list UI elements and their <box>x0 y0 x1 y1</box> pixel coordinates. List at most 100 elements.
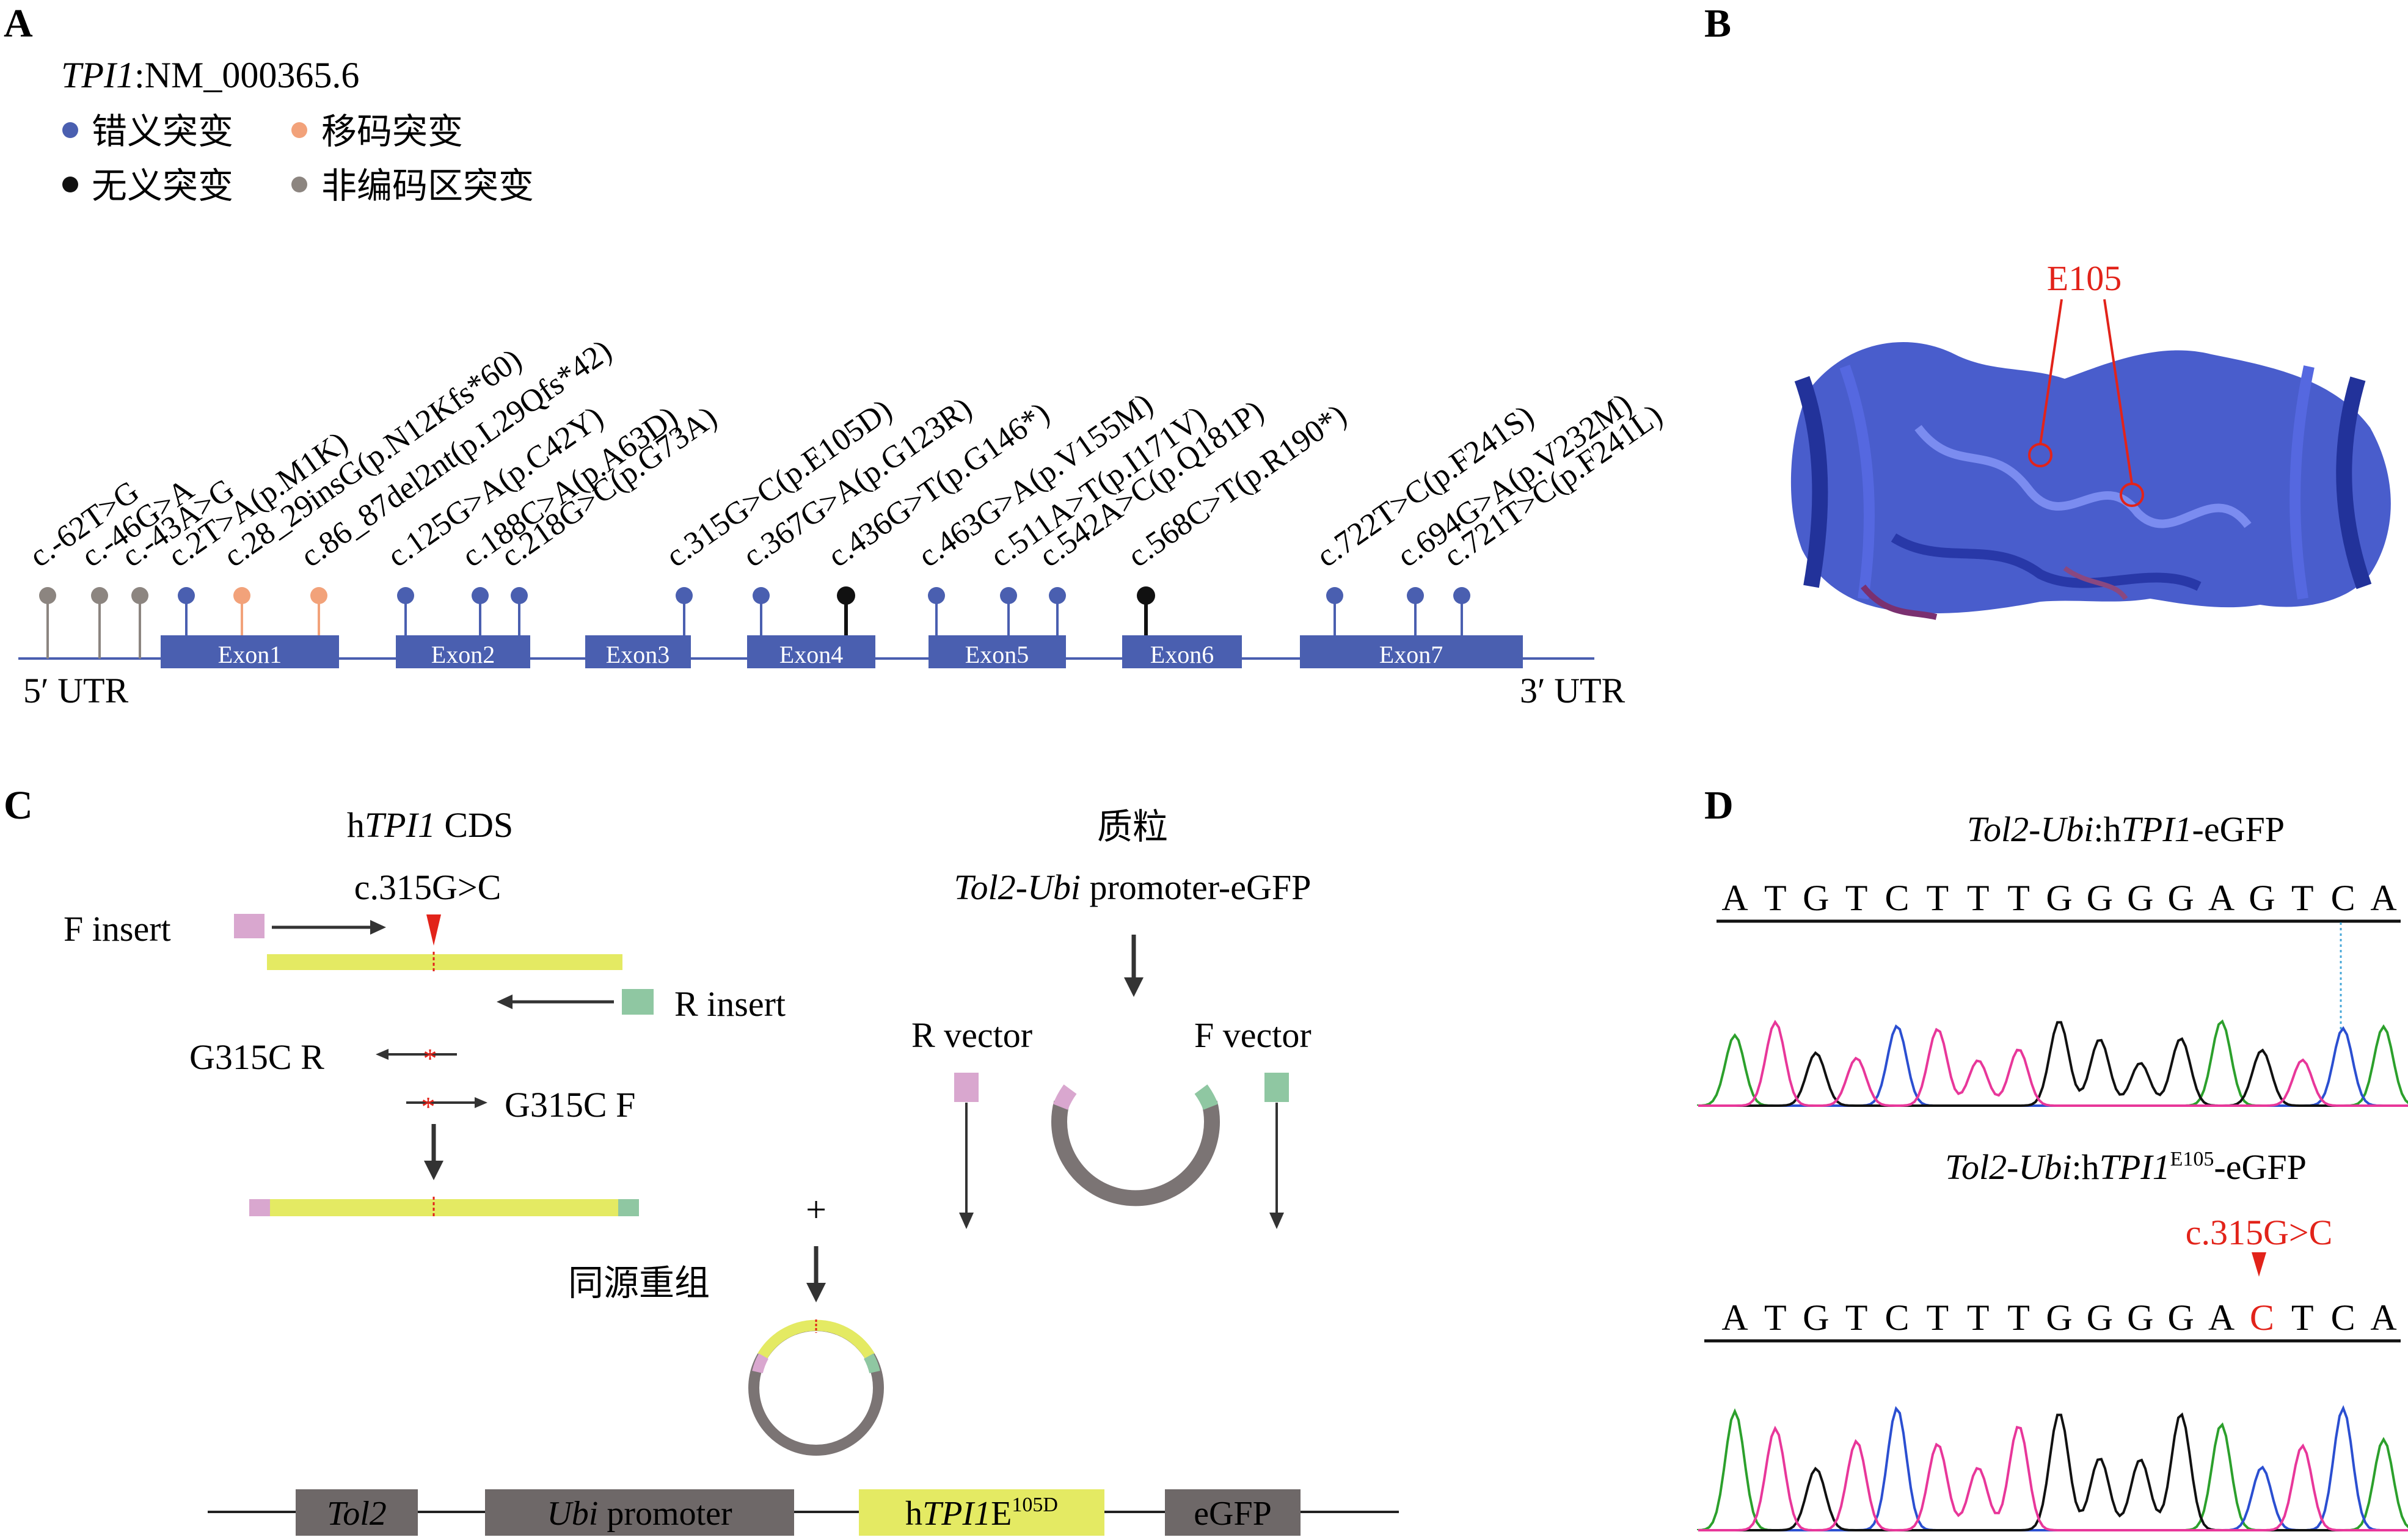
exon3-label: Exon3 <box>606 641 669 668</box>
sequence-base: G <box>2087 1297 2113 1338</box>
exon6-box <box>1122 635 1242 668</box>
loop-strands <box>1891 533 2202 591</box>
protein-structure-image <box>1790 342 2391 620</box>
mutation-dot <box>39 587 56 604</box>
gene-accession: TPI1:NM_000365.6 <box>61 55 359 95</box>
left-helix <box>1794 376 1828 588</box>
sequence-base: T <box>1927 1297 1949 1338</box>
mutation-dot <box>310 587 327 604</box>
legend-nonsense-label: 无义突变 <box>92 165 233 206</box>
legend-noncoding-dot <box>291 177 307 192</box>
mutation-dot <box>1453 587 1470 604</box>
sequence-base: C <box>2331 1297 2355 1338</box>
plasmid-name: Tol2-Ubi promoter-eGFP <box>954 867 1312 907</box>
f-insert-overlap <box>234 914 265 938</box>
legend-noncoding-label: 非编码区突变 <box>321 165 534 206</box>
trace-g <box>1698 1412 2408 1531</box>
gene-model: Exon1 Exon2 Exon3 Exon4 Exon5 Exon6 Exon… <box>18 635 1625 710</box>
right-helix <box>2336 376 2372 589</box>
mutation-dot <box>131 587 148 604</box>
mutation-dot <box>753 587 770 604</box>
wt-construct-title: Tol2-Ubi:hTPI1-eGFP <box>1967 809 2285 849</box>
left-helix-2 <box>1839 365 1875 600</box>
sequence-base: T <box>1927 878 1949 918</box>
f-insert-label: F insert <box>64 909 171 949</box>
protein-dimer-shape <box>1790 342 2391 614</box>
g315c-r-arrowhead <box>376 1049 389 1060</box>
mutation-dot <box>1407 587 1424 604</box>
coil-segment-2 <box>2063 566 2128 600</box>
panel-a: A TPI1:NM_000365.6 错义突变 移码突变 无义突变 非编码区突变… <box>4 1 1669 710</box>
plasmid-down-arrowhead <box>1124 977 1144 997</box>
exon7-box <box>1300 635 1523 668</box>
panel-b: B E105 <box>1704 1 2391 620</box>
plasmid-title: 质粒 <box>1097 806 1168 847</box>
gene-name: TPI1 <box>61 55 134 95</box>
sequence-base: A <box>2370 1297 2396 1338</box>
d-mutation-label: c.315G>C <box>2186 1213 2333 1252</box>
sequence-base: G <box>2046 878 2072 918</box>
sequence-base: G <box>2249 878 2275 918</box>
sequence-base: T <box>2291 1297 2314 1338</box>
recomb-down-arrowhead <box>806 1283 826 1302</box>
exon5-label: Exon5 <box>965 641 1029 668</box>
mutation-lollipops: c.-62T>Gc.-46G>Ac.-43A>Gc.2T>A(p.M1K)c.2… <box>23 333 1669 659</box>
d-mutation-marker <box>2252 1252 2266 1277</box>
sequence-base: A <box>1721 878 1748 918</box>
mutation-label-c: c.315G>C <box>354 867 502 907</box>
g315c-f-star: * <box>421 1091 436 1122</box>
legend-missense-dot <box>62 122 78 138</box>
recombination-label: 同源重组 <box>568 1262 710 1304</box>
g315c-r-star: * <box>423 1043 437 1074</box>
legend-frameshift-dot <box>291 122 307 138</box>
sequence-base: T <box>1967 1297 1990 1338</box>
sequence-base: C <box>2250 1297 2274 1338</box>
mutant-cds-bar <box>270 1199 618 1216</box>
r-insert-overlap <box>622 989 654 1015</box>
exon1-box <box>161 635 339 668</box>
coil-segment <box>1861 584 1938 620</box>
pcr-down-arrowhead <box>424 1161 443 1180</box>
exon4-box <box>747 635 875 668</box>
vector-right-overlap <box>1194 1084 1219 1111</box>
sequence-base: A <box>2208 878 2235 918</box>
sequence-base: C <box>1884 1297 1909 1338</box>
mutant-chromatogram <box>1697 1405 2408 1532</box>
trace-t <box>1698 1425 2408 1532</box>
utr5-label: 5′ UTR <box>23 671 129 710</box>
egfp-element <box>1165 1489 1301 1536</box>
r-vector-overlap <box>954 1073 979 1102</box>
sequence-base: G <box>1803 878 1829 918</box>
mut-construct-title: Tol2-Ubi:hTPI1E105-eGFP <box>1945 1147 2307 1187</box>
trace-t <box>1698 1020 2408 1107</box>
exon2-box <box>396 635 530 668</box>
g315c-f-label: G315C F <box>505 1085 635 1125</box>
mutation-dot <box>1326 587 1343 604</box>
legend-nonsense-dot <box>62 177 78 192</box>
e105-pointer-left <box>2039 299 2063 445</box>
mutation-dot <box>178 587 195 604</box>
cds-title: hTPI1 CDS <box>347 805 513 845</box>
f-vector-arrowhead <box>1269 1213 1284 1229</box>
htpi1-label: hTPI1E105D <box>905 1494 1058 1533</box>
panel-c: C hTPI1 CDS c.315G>C F insert R insert G… <box>4 783 1399 1536</box>
ubi-promoter-element <box>485 1489 794 1536</box>
wt-chromatogram <box>1697 1019 2408 1107</box>
sequence-base: T <box>1967 878 1990 918</box>
mutation-dot <box>233 587 250 604</box>
sequence-base: T <box>1764 878 1787 918</box>
utr3-label: 3′ UTR <box>1520 671 1625 710</box>
exon5-box <box>929 635 1066 668</box>
sequence-base: G <box>2087 878 2113 918</box>
accession-number: :NM_000365.6 <box>134 55 359 95</box>
sequence-base: T <box>2007 1297 2030 1338</box>
beta-sheet-strands <box>1914 425 2252 528</box>
trace-g <box>1698 1021 2408 1107</box>
mutation-marker <box>426 914 441 946</box>
sequence-base: G <box>2127 1297 2153 1338</box>
product-left-overlap <box>249 1199 270 1216</box>
f-vector-label: F vector <box>1194 1015 1312 1055</box>
exon2-label: Exon2 <box>431 641 495 668</box>
